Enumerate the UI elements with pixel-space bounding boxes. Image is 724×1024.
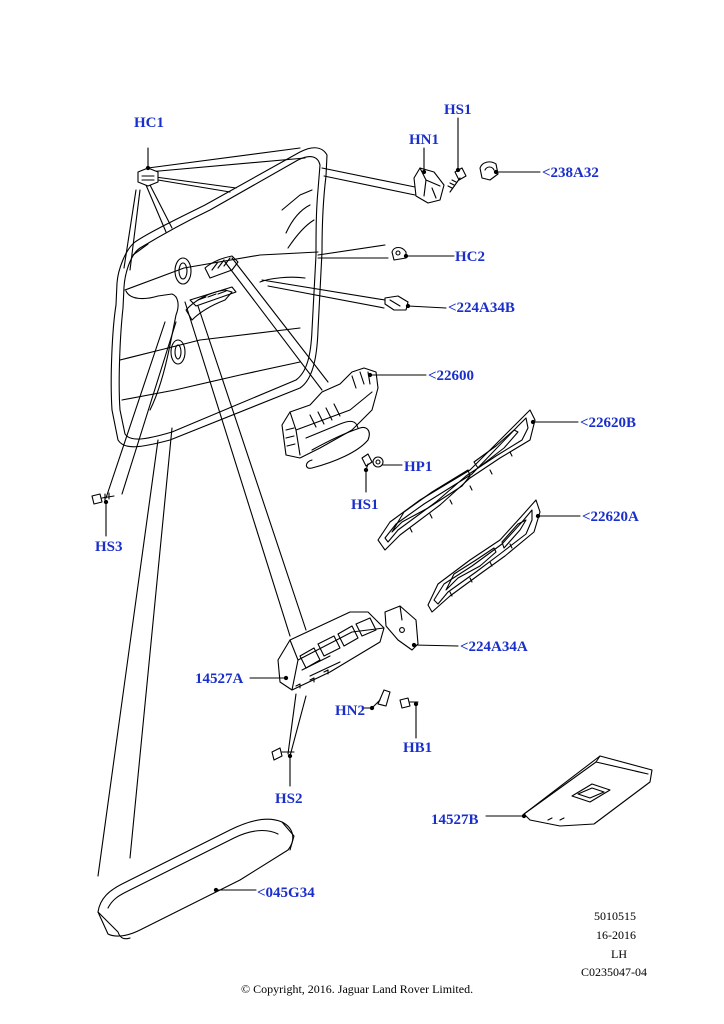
switch-pack-14527a: [249, 611, 385, 691]
callout-hs1-mid[interactable]: HS1: [351, 497, 379, 513]
diagram-ref: C0235047-04: [581, 965, 647, 979]
bezel-22620b: [377, 409, 579, 551]
hb1-bolt: [399, 697, 419, 739]
copyright-notice: © Copyright, 2016. Jaguar Land Rover Lim…: [241, 982, 474, 996]
callout-hc1[interactable]: HC1: [134, 115, 164, 131]
diagram-side: LH: [611, 947, 627, 961]
hp1-plug: [372, 456, 403, 468]
callout-14527b[interactable]: 14527B: [431, 812, 479, 828]
callout-hp1[interactable]: HP1: [404, 459, 433, 475]
callout-238a32[interactable]: <238A32: [542, 165, 599, 181]
bracket-224a34b: [384, 295, 447, 311]
callout-hs3[interactable]: HS3: [95, 539, 123, 555]
callout-22600[interactable]: <22600: [428, 368, 475, 384]
hc1-leaders: [123, 147, 306, 271]
callout-hs2[interactable]: HS2: [275, 791, 303, 807]
callout-hc2[interactable]: HC2: [455, 249, 485, 265]
bracket-224a34a: [384, 605, 459, 651]
callout-hs1-top[interactable]: HS1: [444, 102, 472, 118]
callout-14527a[interactable]: 14527A: [195, 671, 244, 687]
callout-hn1[interactable]: HN1: [409, 132, 439, 148]
callout-224a34a[interactable]: <224A34A: [460, 639, 528, 655]
armrest-045g34: [97, 818, 295, 940]
callout-224a34b[interactable]: <224A34B: [448, 300, 515, 316]
clip-238a32: [479, 161, 541, 181]
handle-22600: [281, 367, 427, 469]
hs1-mid-screw: [361, 453, 373, 493]
hn1-nut: [413, 147, 445, 204]
bezel-22620a: [427, 499, 581, 613]
hc2-clip: [391, 246, 455, 261]
callout-22620b[interactable]: <22620B: [580, 415, 637, 431]
callout-045g34[interactable]: <045G34: [257, 885, 315, 901]
callout-22620a[interactable]: <22620A: [582, 509, 639, 525]
callout-hb1[interactable]: HB1: [403, 740, 433, 756]
switch-cover-14527b: [485, 755, 653, 827]
diagram-code: 5010515: [594, 909, 636, 923]
hs3-screw: [91, 321, 177, 537]
hs2-screw: [271, 693, 307, 787]
hc1-clip: [137, 147, 159, 187]
hs1-top-screw: [447, 117, 467, 193]
diagram-date: 16-2016: [596, 928, 636, 942]
callout-hn2[interactable]: HN2: [335, 703, 365, 719]
door-trim-panel: [110, 147, 328, 448]
hn2-nut: [361, 689, 391, 711]
